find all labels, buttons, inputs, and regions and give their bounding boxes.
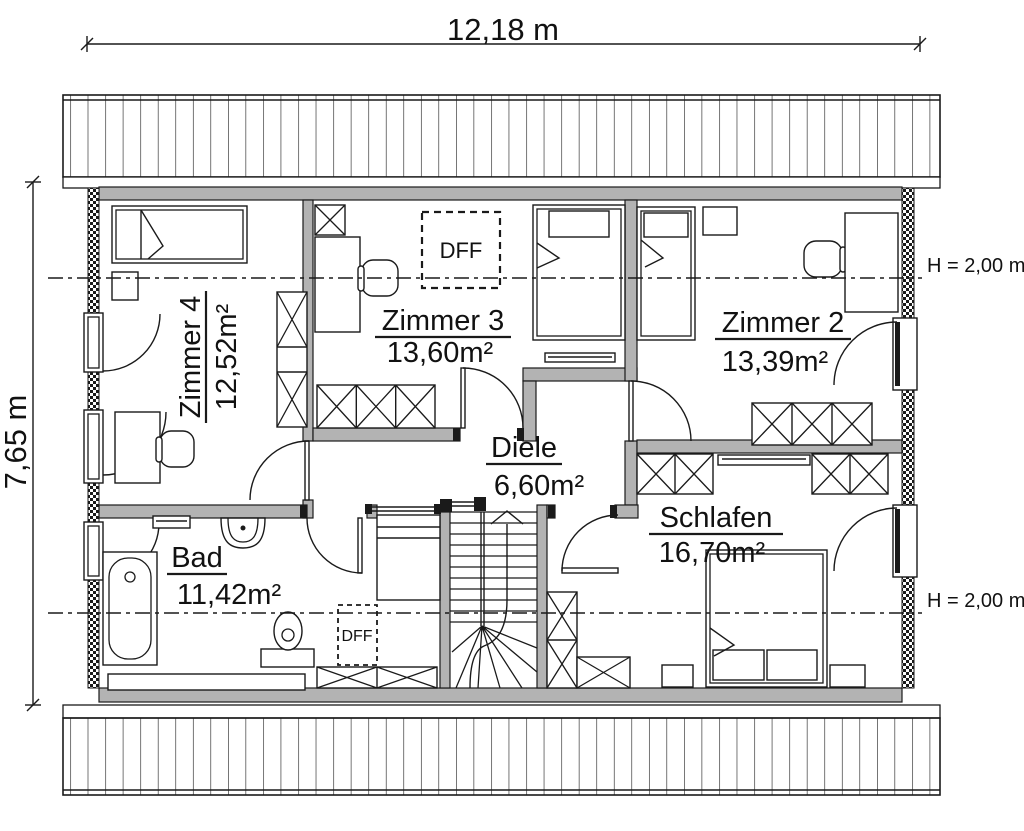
- skylight-label-bad: DFF: [341, 628, 372, 645]
- dimension-height: [25, 175, 41, 712]
- toilet: [260, 611, 315, 668]
- door-zimmer3: [453, 367, 524, 441]
- wall-stair-east: [536, 504, 548, 689]
- door-swing-arc: [833, 321, 898, 386]
- chair: [803, 240, 847, 278]
- wardrobe: [276, 291, 308, 428]
- blanket-fold: [140, 209, 164, 260]
- height-dimension-label: 7,65 m: [0, 395, 33, 490]
- zimmer3-furniture: [314, 204, 626, 429]
- zimmer4-furniture: [111, 205, 308, 484]
- room-name-diele: Diele: [491, 432, 557, 464]
- wall-stair-west: [439, 511, 451, 689]
- height-marker-upper: H = 2,00 m: [927, 255, 1024, 277]
- zimmer4-label-group: Zimmer 4 12,52m²: [175, 291, 243, 423]
- room-area-zimmer4: 12,52m²: [211, 303, 243, 410]
- room-name-zimmer3: Zimmer 3: [382, 305, 504, 337]
- room-name-schlafen: Schlafen: [660, 502, 773, 534]
- bed: [111, 205, 248, 264]
- stair-treads: [450, 511, 537, 623]
- sideboard: [544, 352, 616, 363]
- cabinet-x: [316, 666, 438, 689]
- nightstand: [111, 271, 139, 301]
- door-schlafen-east: [833, 504, 918, 578]
- dimension-width: [80, 36, 927, 52]
- wardrobe: [636, 453, 714, 495]
- eaves-top: [62, 176, 941, 189]
- pillow: [548, 210, 610, 238]
- shelf-box: [314, 204, 346, 236]
- room-area-zimmer2: 13,39m²: [722, 346, 829, 378]
- cabinet-low: [107, 673, 306, 691]
- chair: [155, 430, 195, 468]
- cabinet-tall: [376, 514, 441, 601]
- newel-post: [474, 497, 486, 511]
- pillow: [643, 212, 689, 238]
- door-schlafen: [548, 505, 619, 574]
- bad-fixtures: [102, 514, 441, 691]
- door-bad: [300, 505, 363, 574]
- wall-south: [98, 687, 903, 703]
- nightstand: [702, 206, 738, 236]
- room-name-bad: Bad: [171, 542, 223, 574]
- height-marker-lower: H = 2,00 m: [927, 590, 1024, 612]
- winder-treads: [451, 625, 538, 689]
- desk: [314, 236, 361, 333]
- skylight-label-zimmer3: DFF: [440, 238, 483, 263]
- zimmer2-furniture: [636, 206, 899, 446]
- interior-doors: [249, 367, 692, 574]
- blanket-fold: [640, 239, 665, 268]
- wardrobe: [316, 384, 436, 429]
- eaves-bottom: [62, 704, 941, 719]
- nightstand: [661, 664, 694, 688]
- room-name-zimmer2: Zimmer 2: [722, 307, 844, 339]
- shelf: [152, 515, 191, 529]
- width-dimension-label: 12,18 m: [447, 12, 559, 47]
- room-area-bad: 11,42m²: [177, 579, 282, 611]
- pillow: [766, 649, 818, 681]
- roof-band-top: [62, 94, 941, 189]
- door-zimmer4: [249, 440, 310, 501]
- skylight-box-bad: [337, 604, 378, 666]
- wall-bad-north: [98, 504, 308, 519]
- window: [83, 409, 167, 484]
- wall-corridor-north: [312, 427, 461, 442]
- sideboard: [717, 454, 811, 466]
- blanket-fold: [536, 242, 561, 269]
- doors-east: [833, 317, 918, 578]
- up-arrow: [490, 510, 524, 525]
- desk: [114, 411, 161, 484]
- newel-post: [440, 499, 452, 512]
- room-area-diele: 6,60m²: [494, 470, 585, 502]
- roof-band-bottom: [62, 704, 941, 796]
- schlafen-furniture: [546, 453, 889, 689]
- washbasin: [220, 517, 266, 549]
- wall-zimmer3-south: [522, 367, 638, 382]
- pillow: [712, 649, 765, 681]
- door-zimmer2: [628, 380, 692, 442]
- desk: [844, 212, 899, 313]
- room-area-schlafen: 16,70m²: [659, 537, 766, 569]
- window: [83, 312, 161, 373]
- wall-north: [98, 186, 903, 201]
- wall-zimmer3-zimmer2: [624, 199, 638, 382]
- bathtub: [102, 551, 158, 666]
- skylight-box-zimmer3: [420, 210, 502, 290]
- room-name-zimmer4: Zimmer 4: [175, 296, 207, 418]
- room-area-zimmer3: 13,60m²: [387, 337, 494, 369]
- wardrobe: [811, 453, 889, 495]
- door-swing-arc: [833, 507, 898, 572]
- window-swing-arc: [102, 313, 161, 372]
- height-dimension-label-group: 7,65 m: [0, 395, 33, 490]
- nightstand: [829, 664, 866, 688]
- wardrobe-tall: [546, 591, 578, 689]
- door-zimmer2-east: [833, 317, 918, 391]
- blanket-fold: [709, 627, 736, 657]
- wardrobe: [751, 402, 873, 446]
- wardrobe-low: [576, 656, 631, 689]
